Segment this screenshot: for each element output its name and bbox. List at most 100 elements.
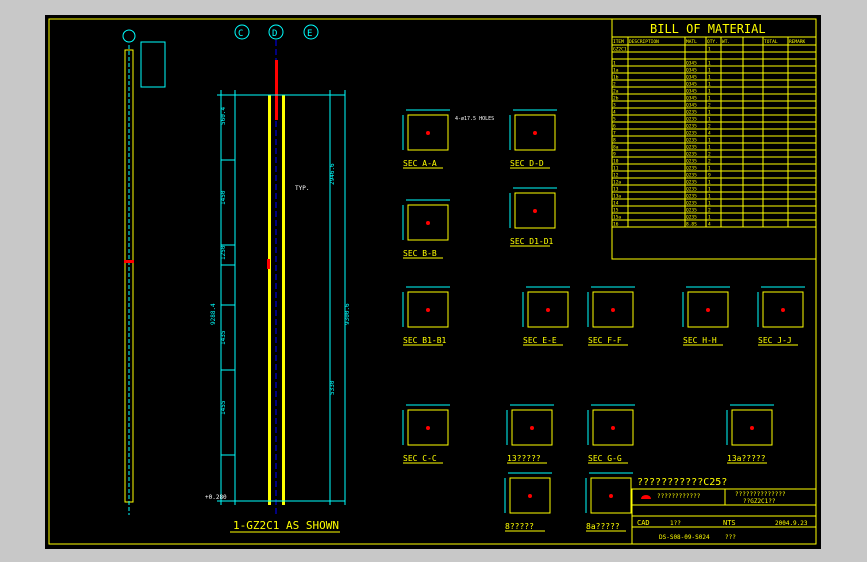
bom-matl: Q235 <box>686 124 697 130</box>
bom-qty: 2 <box>708 124 711 130</box>
bom-item: 6 <box>613 124 616 130</box>
bom-qty: 1 <box>708 110 711 116</box>
dim-text: 1450 <box>220 190 227 205</box>
bom-qty: 4 <box>708 222 711 228</box>
bom-header: WT. <box>722 39 730 45</box>
dim-text: 5330 <box>329 380 336 395</box>
dim-text: 1250 <box>220 245 227 260</box>
bom-item: 5 <box>613 117 616 123</box>
bom-item: 13 <box>613 187 619 193</box>
bom-item: 3 <box>613 103 616 109</box>
section-outline <box>514 114 556 151</box>
section-outline <box>687 291 729 328</box>
section-label: SEC D-D <box>510 159 544 168</box>
section-label: 8a????? <box>586 522 620 531</box>
typ-note: TYP. <box>295 185 309 192</box>
bom-header: REMARK <box>789 39 806 45</box>
title-block: ???????????C25? ???????????? ???????????… <box>631 477 817 545</box>
dim-text: 9288.4 <box>210 303 217 325</box>
bom-item: 9 <box>613 152 616 158</box>
bom-header: TOTAL <box>764 39 778 45</box>
bom-item: 10 <box>613 159 619 165</box>
bom-matl: Q235 <box>686 166 697 172</box>
bom-matl: Q235 <box>686 138 697 144</box>
section-label: 8????? <box>505 522 534 531</box>
bom-item: 12 <box>613 173 619 179</box>
bom-matl: Q235 <box>686 159 697 165</box>
bom-item: 11 <box>613 166 619 172</box>
bom-item: 2b <box>613 96 619 102</box>
bom-matl: Q235 <box>686 180 697 186</box>
section-outline <box>514 192 556 229</box>
cell: 1?? <box>670 520 681 527</box>
bom-matl: Q345 <box>686 68 697 74</box>
cad-drawing: C D E 560.4 1450 1250 1435 1455 9288.4 2… <box>48 18 817 545</box>
column-elevation: C D E 560.4 1450 1250 1435 1455 9288.4 2… <box>205 24 351 533</box>
bom-qty: 2 <box>708 152 711 158</box>
bom-matl: Q235 <box>686 173 697 179</box>
drawing-number: DS-S08-09-S024 <box>659 534 710 541</box>
bom-item: 15a <box>613 215 621 221</box>
bom-item: 2 <box>613 82 616 88</box>
dim-text: 9300.6 <box>344 303 351 325</box>
section-label: SEC D1-D1 <box>510 237 554 246</box>
bom-qty: 1 <box>708 194 711 200</box>
bom-item: 1 <box>613 61 616 67</box>
bom-header: MATL <box>686 39 697 45</box>
drawing-name: ??GZ2C1?? <box>743 498 776 505</box>
bom-item: 8a <box>613 145 619 151</box>
bom-item: 12a <box>613 180 621 186</box>
section-outline <box>511 409 553 446</box>
bom-qty: 2 <box>708 103 711 109</box>
section-outline <box>407 409 449 446</box>
bom-qty: 1 <box>708 96 711 102</box>
bom-matl: Q235 <box>686 187 697 193</box>
section-outline <box>407 114 449 151</box>
bom-qty: 1 <box>708 201 711 207</box>
bom-item: 2a <box>613 89 619 95</box>
bom-matl: Q235 <box>686 145 697 151</box>
bom-item: 4 <box>613 110 616 116</box>
holes-note: 4-ø17.5 HOLES <box>455 116 494 122</box>
bom-matl: Q345 <box>686 75 697 81</box>
bom-item: 1b <box>613 75 619 81</box>
section-outline <box>527 291 569 328</box>
section-label: SEC B1-B1 <box>403 336 447 345</box>
bom-item: 13a <box>613 194 621 200</box>
bom-item: GZ2C1 <box>613 47 627 53</box>
side-column-view <box>122 29 166 515</box>
bom-qty: 1 <box>708 145 711 151</box>
bom-item: 16 <box>613 222 619 228</box>
bom-qty: 1 <box>708 117 711 123</box>
bom-qty: 1 <box>708 61 711 67</box>
bom-matl: Q345 <box>686 61 697 67</box>
bom-title: BILL OF MATERIAL <box>650 22 766 36</box>
bom-qty: 2 <box>708 208 711 214</box>
bom-item: 7 <box>613 131 616 137</box>
section-label: 13????? <box>507 454 541 463</box>
bom-matl: 8.8S <box>686 222 697 228</box>
date: 2004.9.23 <box>775 520 808 527</box>
bom-qty: 1 <box>708 166 711 172</box>
drawing-canvas: C D E 560.4 1450 1250 1435 1455 9288.4 2… <box>45 15 821 549</box>
dim-text: 1435 <box>220 330 227 345</box>
section-outline <box>592 291 634 328</box>
grid-label: D <box>272 29 277 39</box>
dim-text: 560.4 <box>220 107 227 125</box>
grid-label: E <box>307 29 312 39</box>
bom-header: QTY. <box>707 39 718 45</box>
bom-qty: 1 <box>708 187 711 193</box>
section-label: SEC F-F <box>588 336 622 345</box>
section-outline <box>592 409 634 446</box>
elevation-mark: +0.280 <box>205 494 227 501</box>
section-label: SEC G-G <box>588 454 622 463</box>
section-label: SEC B-B <box>403 249 437 258</box>
section-outline <box>407 204 449 241</box>
section-outline <box>509 477 551 514</box>
section-label: 13a????? <box>727 454 766 463</box>
section-label: SEC C-C <box>403 454 437 463</box>
title-heading: ???????????C25? <box>637 477 727 488</box>
section-label: SEC E-E <box>523 336 557 345</box>
bom-matl: Q345 <box>686 89 697 95</box>
